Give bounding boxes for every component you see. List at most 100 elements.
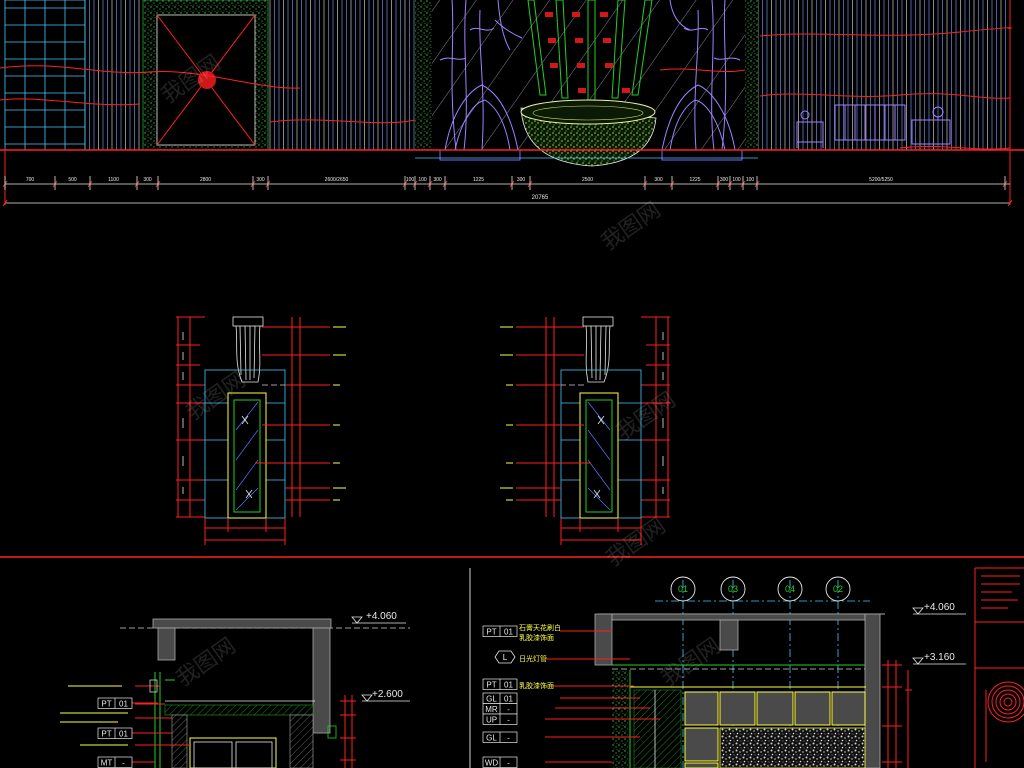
material-note-text: 石膏天花刷白	[519, 623, 561, 632]
planter-left	[439, 149, 521, 161]
decorative-tree-right	[661, 0, 741, 151]
material-note-text: 乳胶漆饰面	[519, 681, 554, 690]
tag-number: -	[507, 716, 510, 725]
decorative-tree-center-left	[494, 0, 523, 51]
section-right-leaders	[545, 630, 660, 763]
dimension-text: 1225	[473, 177, 484, 183]
dimension-text: 1100	[108, 177, 119, 183]
watermark-text: 我图网	[611, 387, 679, 445]
grid-bubble	[670, 576, 696, 602]
grid-bubble-label: 02	[833, 584, 843, 594]
cabinet-door-panel	[719, 691, 756, 726]
tag-number: 01	[119, 730, 128, 739]
level-text: +2.600	[372, 689, 403, 700]
dimension-text: 300	[517, 177, 526, 183]
material-tag: GL 01	[482, 692, 518, 704]
cabinet-door-panel	[794, 691, 831, 726]
bamboo-joints	[545, 12, 630, 93]
tag-code: GL	[486, 695, 497, 704]
front-elevation	[0, 0, 1024, 205]
red-guide-curves	[0, 27, 1012, 150]
stone-panel	[719, 727, 866, 768]
tag-number: 01	[504, 695, 513, 704]
furniture-set	[796, 104, 951, 148]
dimension-text: 100	[418, 177, 427, 183]
dimension-text: 100	[406, 177, 415, 183]
stone-bowl-rim	[520, 99, 656, 125]
tag-code: MT	[101, 759, 113, 768]
dimension-text: 100	[732, 177, 741, 183]
tag-code: PT	[486, 681, 496, 690]
level-marker-left-mid: +2.600	[361, 689, 410, 702]
tag-code: MR	[485, 705, 498, 714]
grid-bubble-label: 01	[678, 584, 688, 594]
level-marker-right-mid: +3.160	[912, 652, 966, 665]
material-tag: L	[494, 650, 516, 664]
grid-bubble-label: 04	[785, 584, 795, 594]
dimension-tick	[2, 199, 8, 207]
watermark-text: 我图网	[596, 197, 664, 255]
level-marker-left-top: +4.060	[351, 611, 406, 624]
left-wall-joint-lines	[5, 0, 85, 150]
dimension-tick	[1007, 199, 1013, 207]
tag-number: -	[122, 759, 125, 768]
level-text: +3.160	[924, 652, 955, 663]
level-text: +4.060	[924, 602, 955, 613]
dimension-text: 2600/2650	[325, 177, 349, 183]
dimension-text: 300	[256, 177, 265, 183]
section-left-ceiling	[120, 618, 410, 768]
cabinet-door-panel	[684, 762, 719, 768]
dimension-text: 300	[720, 177, 729, 183]
tag-number: 01	[504, 628, 513, 637]
cabinet-door-panel	[684, 691, 719, 726]
tag-number: 01	[119, 700, 128, 709]
wall-cladding-lines	[84, 0, 1006, 150]
section-left-leaders	[60, 679, 190, 763]
material-tag: UP-	[482, 713, 518, 725]
tag-code: PT	[101, 700, 111, 709]
dimension-text: 300	[433, 177, 442, 183]
section-right-dimensions	[882, 660, 912, 768]
cabinet-door-panel	[831, 691, 866, 726]
pillar-left-stone	[415, 0, 432, 150]
tag-hexagon	[494, 650, 516, 664]
tag-code: GL	[486, 734, 497, 743]
material-tag: MT-	[97, 756, 133, 768]
section-left-dimensions	[340, 695, 356, 768]
tag-code: PT	[101, 730, 111, 739]
watermark-text: 我图网	[656, 633, 724, 691]
material-note-text: 乳胶漆饰面	[519, 633, 554, 642]
tag-code: L	[503, 653, 508, 662]
title-block	[974, 567, 1024, 768]
planter-right	[661, 149, 743, 161]
dimension-text: 2500	[582, 177, 593, 183]
material-tag: WD-	[482, 756, 518, 768]
section-left-cabinet	[189, 737, 277, 768]
level-marker-right-top: +4.060	[912, 602, 966, 615]
pillar-right-stone	[745, 0, 758, 150]
dimension-text: 500	[68, 177, 77, 183]
grid-bubble	[777, 576, 803, 602]
material-tag: MR-	[482, 703, 518, 715]
stone-bowl-water	[532, 105, 644, 121]
dimension-text: 1225	[689, 177, 700, 183]
dimension-text: 700	[26, 177, 35, 183]
dimension-text: 300	[143, 177, 152, 183]
cabinet-door-panel	[756, 691, 794, 726]
grid-bubble-label: 03	[728, 584, 738, 594]
cabinet-door-panel	[684, 727, 719, 762]
door-center-mark	[198, 71, 216, 89]
grid-bubble	[720, 576, 746, 602]
watermark-text: 我图网	[601, 513, 669, 571]
dimension-text: 300	[654, 177, 663, 183]
overall-dimension-text: 20765	[532, 195, 549, 201]
tag-number: -	[507, 705, 510, 714]
dimension-text: 100	[746, 177, 755, 183]
level-text: +4.060	[366, 611, 397, 622]
material-tag: PT 01	[97, 727, 133, 739]
section-detail-left	[176, 316, 346, 545]
